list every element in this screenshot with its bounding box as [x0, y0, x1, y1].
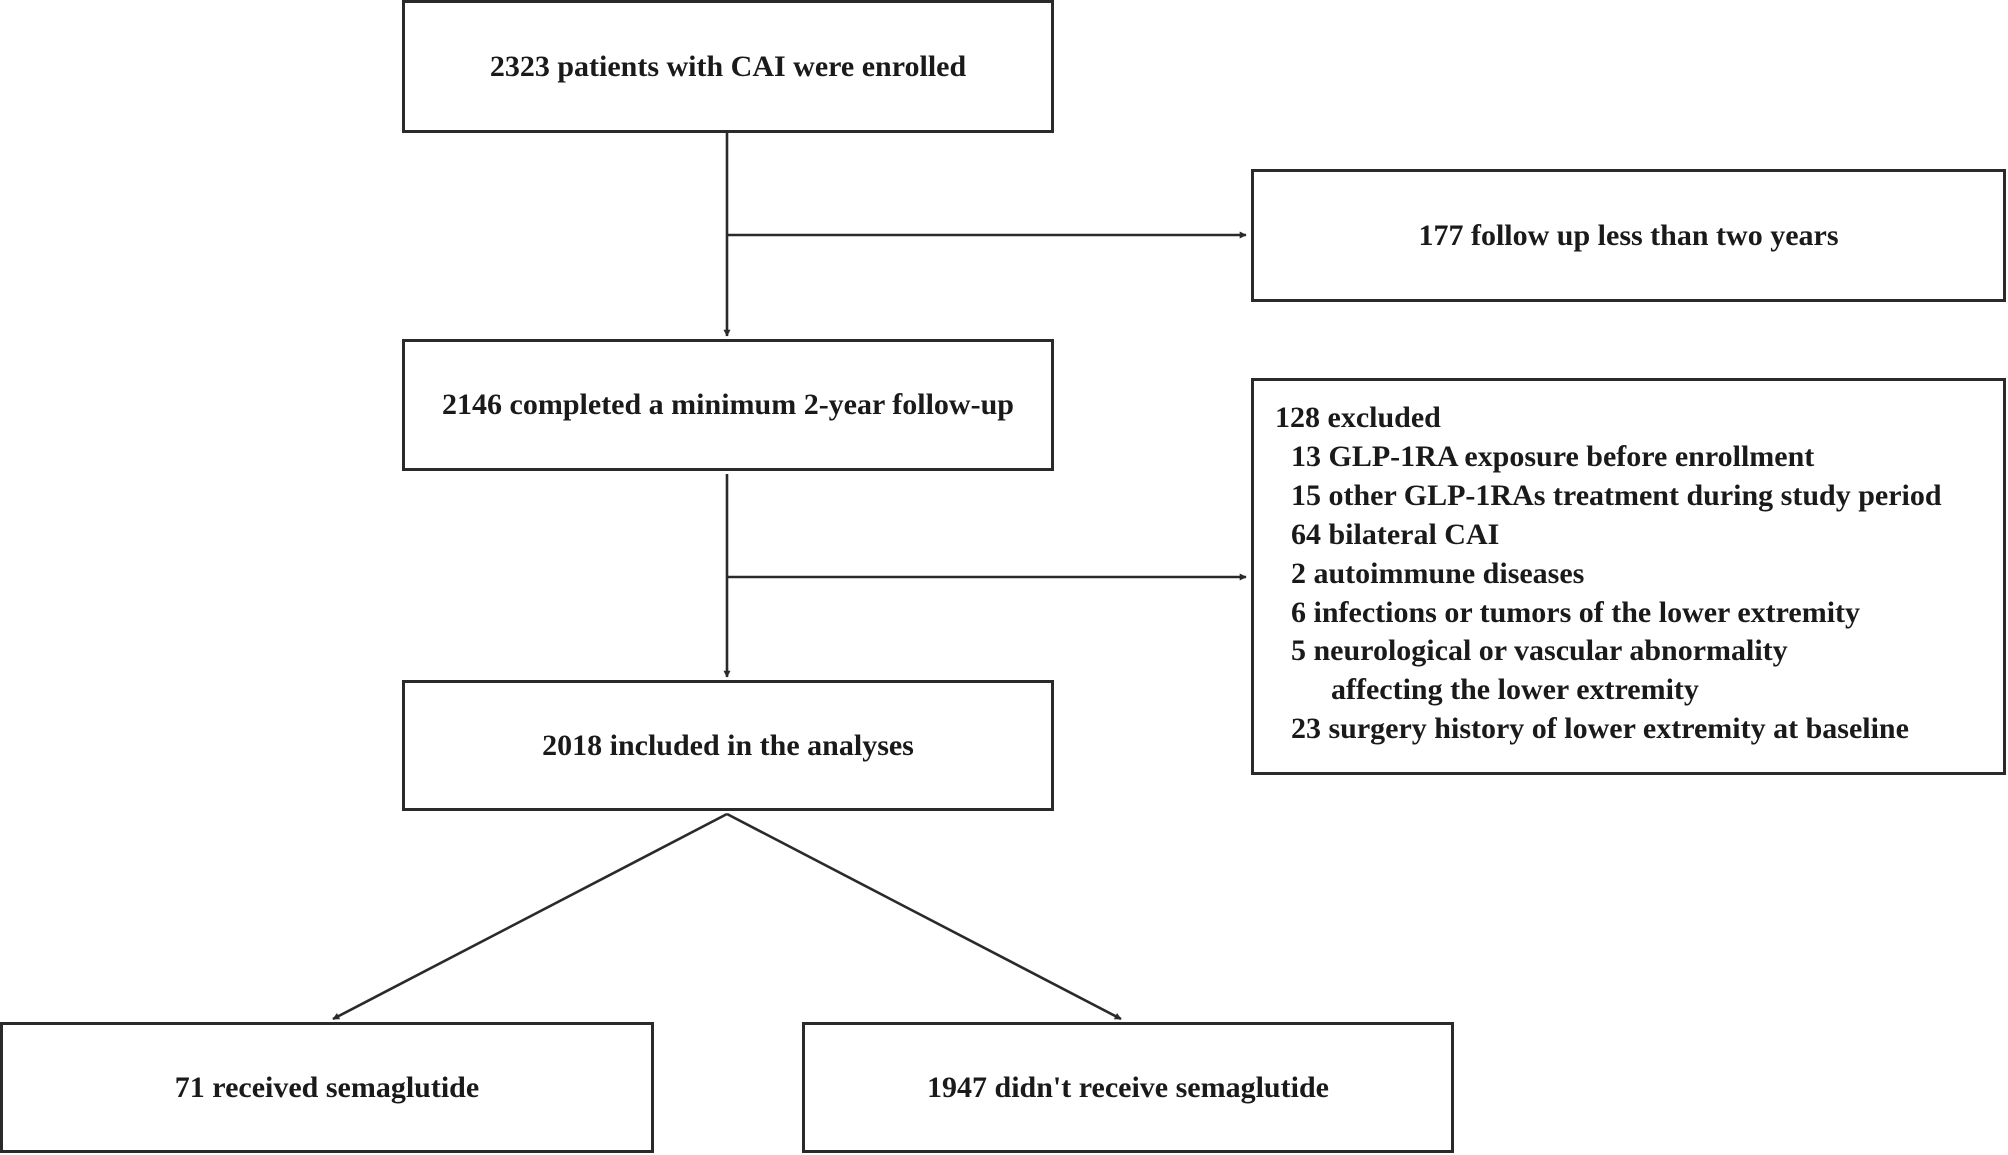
arrow-included-to-not-received	[726, 812, 1122, 1021]
excluded-item: 6 infections or tumors of the lower extr…	[1291, 595, 1861, 629]
excluded-item: 15 other GLP-1RAs treatment during study…	[1291, 478, 1942, 512]
included-box: 2018 included in the analyses	[402, 680, 1054, 811]
completed-label: 2146 completed a minimum 2-year follow-u…	[442, 388, 1014, 421]
received-box: 71 received semaglutide	[0, 1022, 654, 1153]
followup-exclusion-label: 177 follow up less than two years	[1418, 218, 1839, 252]
exclusion-list-box: 128 excluded 13 GLP-1RA exposure before …	[1251, 378, 2006, 775]
excluded-item: 2 autoimmune diseases	[1291, 556, 1585, 590]
completed-box: 2146 completed a minimum 2-year follow-u…	[402, 339, 1054, 471]
enrolled-label: 2323 patients with CAI were enrolled	[489, 49, 967, 83]
included-label: 2018 included in the analyses	[542, 728, 914, 762]
received-label: 71 received semaglutide	[174, 1070, 480, 1104]
excluded-item-continuation: affecting the lower extremity	[1331, 673, 1699, 707]
excluded-item: 13 GLP-1RA exposure before enrollment	[1291, 439, 1815, 473]
not-received-label: 1947 didn't receive semaglutide	[927, 1070, 1329, 1104]
arrow-included-to-received	[332, 812, 728, 1021]
excluded-item: 23 surgery history of lower extremity at…	[1291, 712, 1909, 746]
enrolled-box: 2323 patients with CAI were enrolled	[402, 0, 1054, 133]
excluded-item: 5 neurological or vascular abnormality	[1291, 634, 1788, 668]
excluded-header: 128 excluded	[1275, 401, 1441, 434]
not-received-box: 1947 didn't receive semaglutide	[802, 1022, 1454, 1153]
followup-exclusion-box: 177 follow up less than two years	[1251, 169, 2006, 302]
excluded-item: 64 bilateral CAI	[1291, 517, 1500, 551]
